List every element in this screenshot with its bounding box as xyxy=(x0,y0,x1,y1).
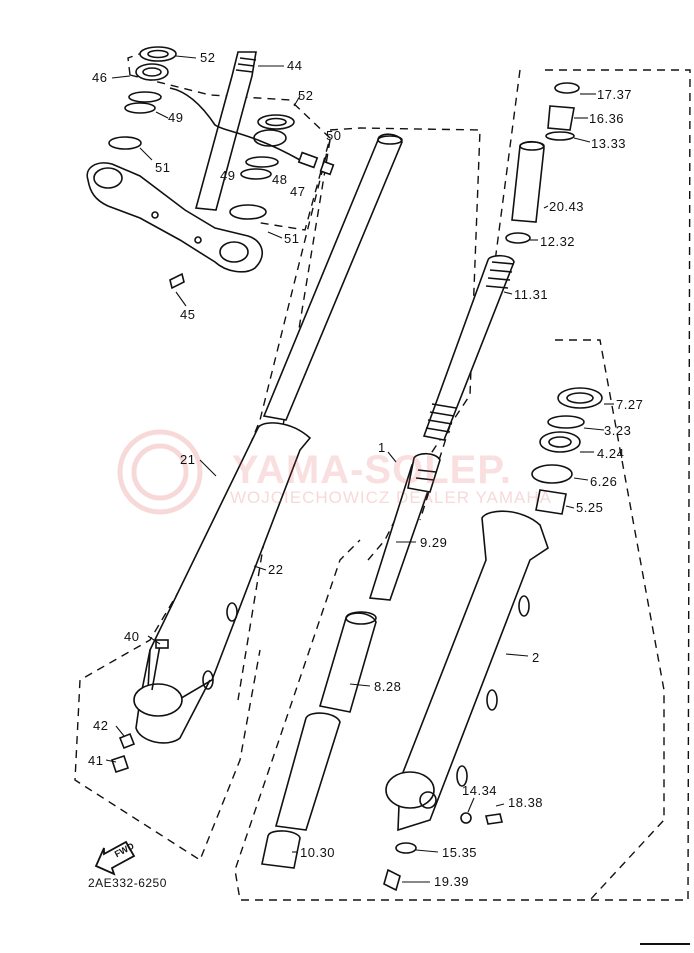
part-label: 52 xyxy=(298,88,314,103)
part-label: 15.35 xyxy=(442,845,478,860)
part-label: 45 xyxy=(180,307,196,322)
right-outer-tube xyxy=(385,510,549,832)
part-label: 14.34 xyxy=(462,783,498,798)
part-label: 10.30 xyxy=(300,845,336,860)
part-label: 12.32 xyxy=(540,234,576,249)
part-label: 41 xyxy=(88,753,104,768)
part-label: 46 xyxy=(92,70,108,85)
part-label: 44 xyxy=(287,58,303,73)
part-label: 4.24 xyxy=(597,446,625,461)
part-label: 49 xyxy=(220,168,236,183)
part-label: 51 xyxy=(155,160,171,175)
left-outer-tube xyxy=(110,422,312,774)
part-label: 47 xyxy=(290,184,306,199)
part-label: 2 xyxy=(532,650,540,665)
part-label: 16.36 xyxy=(589,111,625,126)
watermark-subtitle: WOJCIECHOWICZ DEALER YAMAHA xyxy=(230,488,553,507)
part-label: 22 xyxy=(268,562,284,577)
part-label: 51 xyxy=(284,231,300,246)
oil-seals xyxy=(531,387,603,515)
part-label: 42 xyxy=(93,718,109,733)
part-label: 48 xyxy=(272,172,288,187)
part-label: 40 xyxy=(124,629,140,644)
part-label: 20.43 xyxy=(549,199,585,214)
spacer-tube xyxy=(511,140,545,223)
part-label: 13.33 xyxy=(591,136,627,151)
part-label: 8.28 xyxy=(374,679,402,694)
part-label: 49 xyxy=(168,110,184,125)
part-label: 50 xyxy=(326,128,342,143)
watermark-logo xyxy=(117,429,203,515)
leader-lines xyxy=(105,55,614,883)
part-label: 17.37 xyxy=(597,87,633,102)
part-label: 18.38 xyxy=(508,795,544,810)
bearing-52-top xyxy=(108,46,177,150)
fwd-arrow-icon xyxy=(94,840,136,876)
fork-spring xyxy=(422,254,515,441)
bearing-52-mid xyxy=(169,87,335,220)
under-bracket xyxy=(86,162,263,290)
part-label: 1 xyxy=(378,440,386,455)
fork-cap xyxy=(505,82,580,244)
part-label: 6.26 xyxy=(590,474,618,489)
part-label: 11.31 xyxy=(514,287,549,302)
drain-bolts xyxy=(383,812,503,892)
part-label: 3.23 xyxy=(604,423,632,438)
damper-rod xyxy=(368,452,441,601)
slide-bushings xyxy=(261,611,377,869)
part-label: 5.25 xyxy=(576,500,604,515)
part-label: 21 xyxy=(180,452,196,467)
left-inner-tube xyxy=(262,133,403,421)
part-label: 19.39 xyxy=(434,874,470,889)
diagram-code: 2AE332-6250 xyxy=(88,876,167,890)
steering-stem xyxy=(194,51,257,211)
part-label: 9.29 xyxy=(420,535,448,550)
part-label: 7.27 xyxy=(616,397,644,412)
watermark-title: YAMA-SOLEP. xyxy=(232,448,512,492)
part-label: 52 xyxy=(200,50,216,65)
